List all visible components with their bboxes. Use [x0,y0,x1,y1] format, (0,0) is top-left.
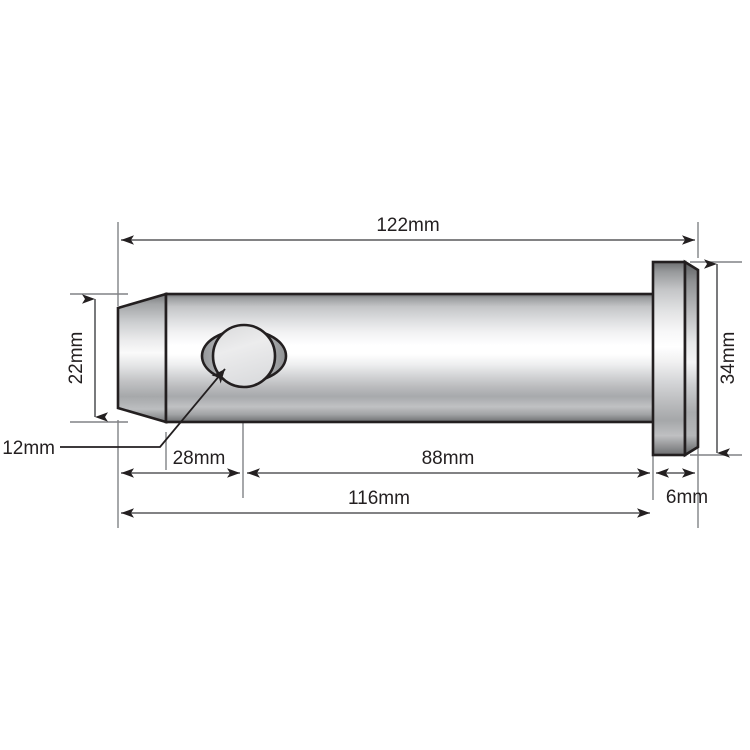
pin-head-edge-band [683,259,700,458]
dimension-label-116mm: 116mm [348,488,410,509]
dimension-label-28mm: 28mm [173,448,226,469]
dimension-label-22mm: 22mm [66,332,87,385]
dimension-12mm-hole: 12mm [2,368,226,459]
dimension-34mm: 34mm [704,259,739,458]
dimension-116mm: 116mm [121,488,650,518]
pin-chamfered-tip [116,292,168,424]
dimension-label-34mm: 34mm [718,332,739,385]
cross-drilled-hole-bore [211,323,277,389]
dimension-88mm: 88mm [247,448,650,478]
dimension-label-88mm: 88mm [422,448,475,469]
dimension-122mm: 122mm [121,215,695,245]
dimension-label-6mm: 6mm [666,487,708,508]
dimension-label-122mm: 122mm [376,215,439,236]
pin-head-flange [651,260,687,457]
dimension-28mm: 28mm [121,448,240,478]
dimension-6mm: 6mm [656,468,708,508]
dimension-label-12mm: 12mm [2,438,55,459]
dimension-22mm: 22mm [66,294,108,422]
leader-line-12mm [60,368,226,448]
